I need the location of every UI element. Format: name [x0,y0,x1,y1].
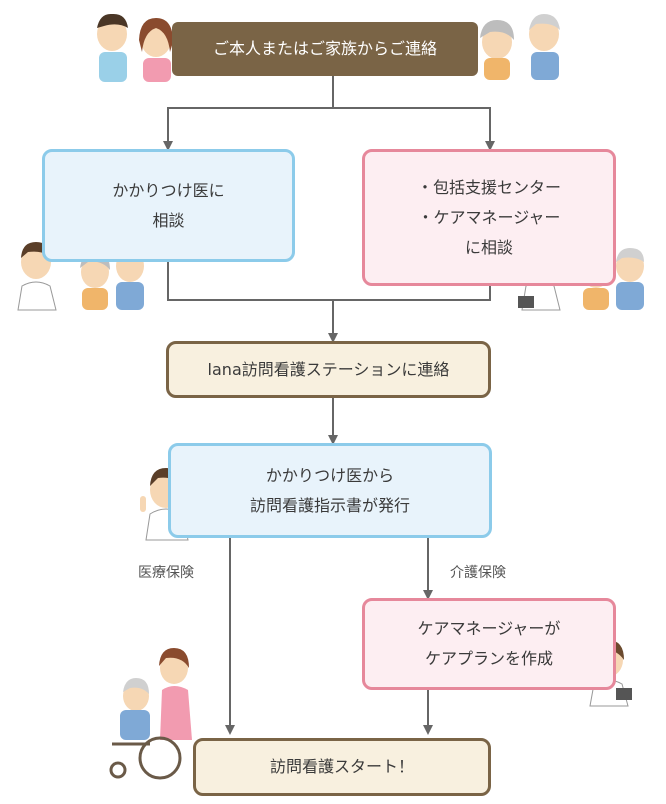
branch-label-medical: 医療保険 [138,565,194,581]
arrow-to-center [333,107,495,151]
step-center-line3: に相談 [464,237,513,257]
nurse-with-wheelchair-illustration [109,648,192,780]
arrow-lines [163,76,495,735]
step-plan-line2: ケアプランを作成 [424,649,553,668]
step-contact-text: ご本人またはご家族からご連絡 [212,39,437,58]
step-center-line1: ・包括支援センター [416,177,561,197]
step-doctor-line1: かかりつけ医に [112,180,225,200]
join-line [167,262,491,301]
branch-label-care: 介護保険 [450,565,506,581]
step-station-contact: lana訪問看護ステーションに連絡 [166,341,491,398]
step-start-text: 訪問看護スタート！ [269,757,414,776]
arrow-to-doctor [163,76,334,151]
young-couple-illustration [97,13,173,82]
step-contact: ご本人またはご家族からご連絡 [172,22,478,76]
step-order-line1: かかりつけ医から [265,465,395,485]
step-order-line2: 訪問看護指示書が発行 [249,495,410,515]
step-order-issued: かかりつけ医から 訪問看護指示書が発行 [168,443,492,538]
elderly-couple-illustration [480,14,560,80]
step-plan-line1: ケアマネージャーが [417,619,561,638]
step-center-consult: ・包括支援センター ・ケアマネージャー に相談 [362,149,616,286]
step-doctor-line2: 相談 [152,210,185,230]
step-care-plan: ケアマネージャーが ケアプランを作成 [362,598,616,690]
step-center-line2: ・ケアマネージャー [417,207,561,227]
step-doctor-consult: かかりつけ医に 相談 [42,149,295,262]
step-station-text: lana訪問看護ステーションに連絡 [207,359,450,379]
step-start: 訪問看護スタート！ [193,738,491,796]
